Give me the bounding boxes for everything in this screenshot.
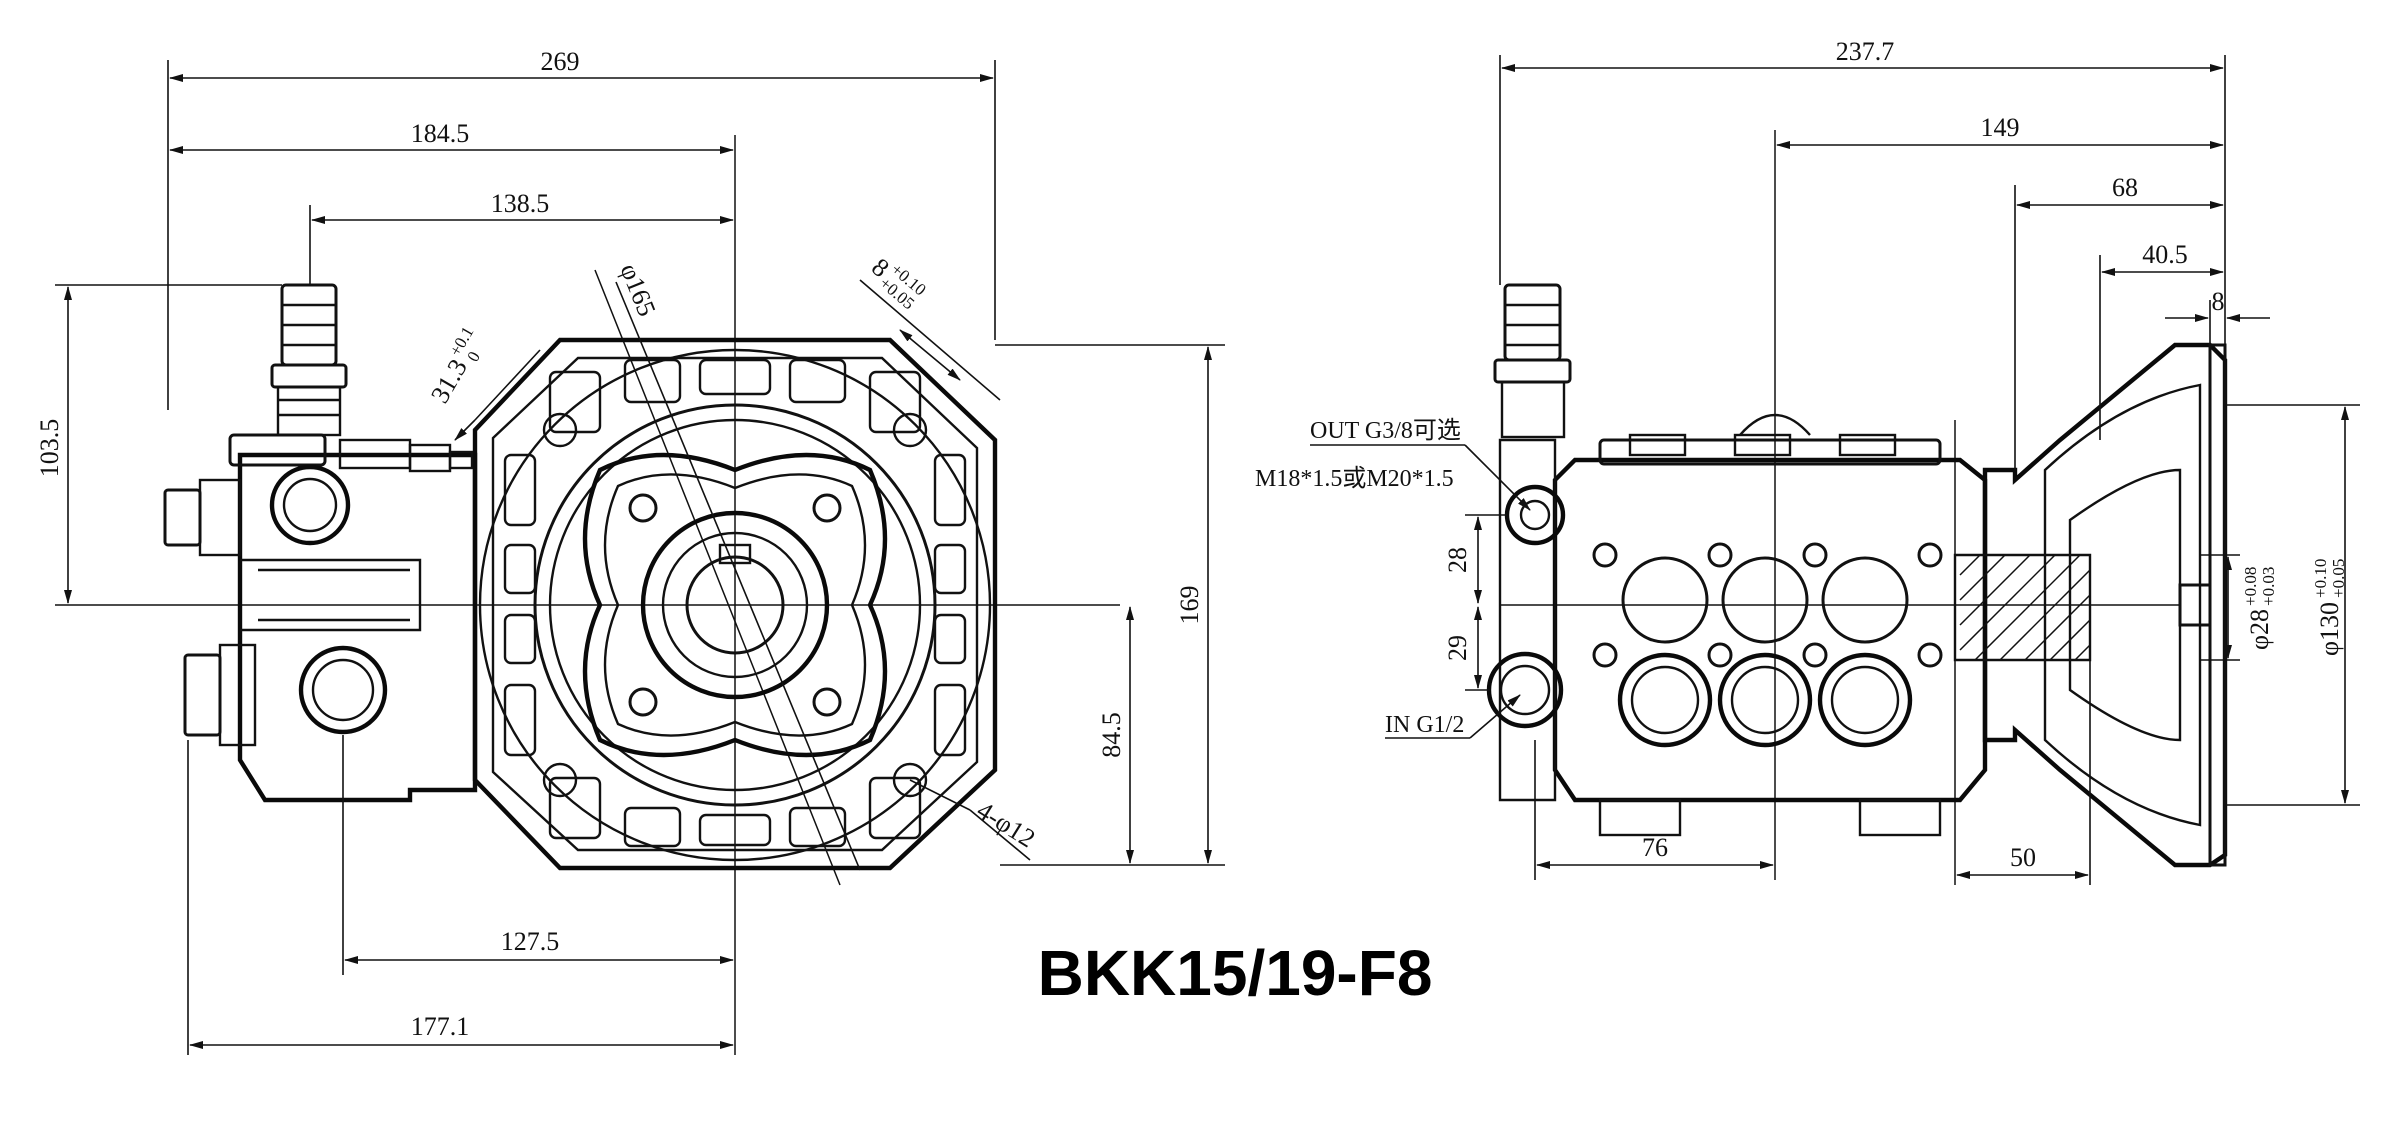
dim-pcd: φ165 (614, 259, 661, 320)
dim-height-total: 169 (1175, 586, 1204, 625)
svg-text:31.3: 31.3 (425, 354, 473, 408)
dim-shaft-dia: φ28 +0.08 +0.03 (2241, 567, 2278, 650)
dim-overall-width: 269 (541, 47, 580, 76)
dim-in-to-center: 29 (1443, 635, 1472, 661)
dim-height-upper: 103.5 (35, 419, 64, 478)
front-side-ports (163, 464, 388, 747)
dim-bottom-left-side: 76 (1642, 833, 1668, 862)
side-dimensions (1310, 55, 2360, 885)
dim-68: 68 (2112, 173, 2138, 202)
side-view: 237.7 149 68 40.5 8 28 29 76 50 φ28 +0.0… (1255, 37, 2360, 885)
model-title: BKK15/19-F8 (1038, 937, 1433, 1009)
dim-8-side: 8 (2212, 287, 2225, 316)
dim-to-center-b: 138.5 (491, 189, 550, 218)
front-centerlines (135, 135, 1120, 1055)
side-centerlines (1500, 130, 2180, 885)
dim-40-5: 40.5 (2142, 240, 2188, 269)
outlet-label: OUT G3/8可选 (1310, 417, 1461, 444)
svg-text:φ130: φ130 (2315, 602, 2344, 656)
shaft-hatch (1959, 554, 2091, 661)
front-outlet-fitting (270, 283, 348, 437)
dim-height-lower: 84.5 (1097, 712, 1126, 758)
front-view: 269 184.5 138.5 103.5 169 84.5 127.5 177… (35, 47, 1225, 1055)
svg-text:+0.05: +0.05 (2329, 559, 2348, 598)
inlet-label: IN G1/2 (1385, 712, 1464, 738)
dim-out-to-center: 28 (1443, 547, 1472, 573)
svg-text:+0.10: +0.10 (2311, 559, 2330, 598)
outlet-thread-label: M18*1.5或M20*1.5 (1255, 465, 1454, 492)
mounting-holes (542, 412, 928, 798)
svg-text:φ28: φ28 (2245, 609, 2274, 650)
svg-text:0: 0 (463, 348, 484, 365)
dim-overall-side: 237.7 (1836, 37, 1895, 66)
dim-149: 149 (1981, 113, 2020, 142)
dim-bottom-right-side: 50 (2010, 843, 2036, 872)
svg-text:+0.03: +0.03 (2259, 567, 2278, 606)
dim-to-center-a: 184.5 (411, 119, 470, 148)
dim-bottom-a: 127.5 (501, 927, 560, 956)
dim-key-width: 8 +0.10 +0.05 (866, 252, 930, 313)
dim-bottom-b: 177.1 (411, 1012, 470, 1041)
dim-bolt-holes: 4-φ12 (972, 795, 1041, 853)
svg-text:+0.08: +0.08 (2241, 567, 2260, 606)
front-manifold (228, 433, 478, 803)
crankcase-cover (582, 452, 888, 758)
dim-flange-dia: φ130 +0.10 +0.05 (2311, 559, 2348, 656)
dim-flange-offset: 31.3 +0.1 0 (425, 323, 484, 408)
side-manifold (1498, 413, 1988, 837)
front-dimensions (55, 60, 1225, 1055)
